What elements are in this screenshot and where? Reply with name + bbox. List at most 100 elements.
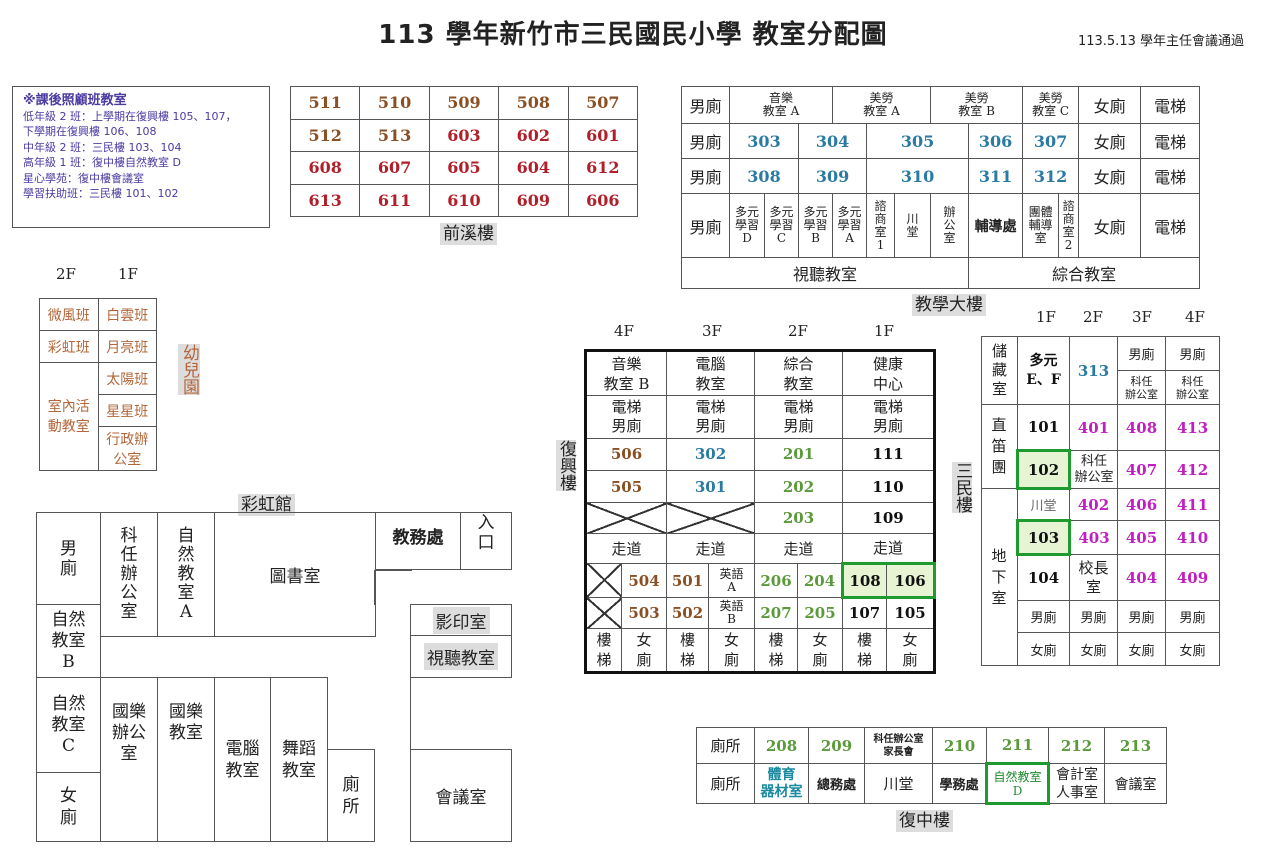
room-cell: 307 [1022,123,1080,159]
counseling-room-2: 諮 商 室 2 [1058,193,1080,258]
academic-affairs: 教務處 [375,512,461,570]
teacher-office: 科任 辦公室 [1069,450,1118,489]
floor-label: 1F [118,265,138,283]
womens-restroom: 女廁 [1117,632,1166,666]
room-cell: 405 [1117,520,1166,555]
elevator: 電梯 [1140,86,1201,124]
room-cell: 513 [359,118,430,152]
elevator: 電梯 [1140,158,1201,194]
elevator-restroom: 電梯 男廁 [584,395,668,439]
student-affairs: 學務處 [932,763,987,804]
fuzhong-label: 復中樓 [896,810,953,832]
mens-restroom: 男廁 [1165,336,1220,371]
class-cell: 微風班 [39,298,99,331]
music-room-a: 音樂 教室 A [728,86,834,124]
womens-restroom: 女廁 [1078,193,1142,258]
room-cell: 204 [797,562,844,599]
room-cell: 601 [567,118,639,152]
mens-restroom: 男廁 [681,123,730,159]
fuzhong-table: 廁所 208 209 科任辦公室 家長會 210 211 212 213 廁所 … [696,727,1167,805]
room-cell: 411 [1165,488,1220,521]
womens-restroom: 女 廁 [620,627,668,674]
room-cell: 412 [1165,450,1220,489]
multipurpose-room: 綜合教室 [968,257,1201,289]
corridor: 走道 [666,532,756,564]
principal-office: 校長 室 [1069,554,1118,601]
room-cell: 407 [1117,450,1166,489]
afterschool-line: 中年級 2 班：三民樓 103、104 [23,140,182,154]
sports-equipment-room: 體育 器材室 [754,763,809,804]
room-cell: 310 [866,158,970,194]
divider [374,570,412,571]
class-cell: 彩虹班 [39,330,99,363]
afterschool-line: 高年級 1 班：復中樓自然教室 D [23,156,181,169]
mens-restroom: 男 廁 [36,512,101,605]
art-room-a: 美勞 教室 A [832,86,932,124]
room-cell: 506 [584,437,668,472]
hallway: 川堂 [864,763,933,804]
multi-learning-ef: 多元 E、F [1017,336,1070,405]
admin-office: 行政辦 公室 [97,426,157,471]
caihong-hall: 男 廁 科 任 辦 公 室 自 然 教 室 A 圖書室 教務處 入 口 自然 教… [36,512,512,842]
approval-note: 113.5.13 學年主任會議通過 [1077,34,1244,49]
music-room: 國樂 教室 [157,677,215,842]
class-cell: 太陽班 [97,362,157,395]
room-cell: 210 [932,727,987,764]
floor-label: 3F [702,322,722,340]
dance-room: 舞蹈 教室 [270,677,328,842]
counseling-room-1: 諮 商 室 1 [866,193,896,258]
guidance-office: 輔導處 [968,193,1024,258]
computer-room: 電腦 教室 [666,349,756,397]
print-room: 影印室 [432,606,490,634]
divider [410,678,411,750]
room-cell: 203 [754,502,844,534]
library: 圖書室 [214,512,376,637]
womens-restroom: 女廁 [1069,632,1118,666]
music-office: 國樂 辦公 室 [100,677,158,842]
floor-label: 4F [614,322,634,340]
room-cell: 413 [1165,404,1220,451]
mens-restroom: 男廁 [1165,600,1220,633]
room-cell: 510 [359,86,430,120]
nature-room-d: 自然教室 D [985,762,1050,805]
health-center: 健康 中心 [842,349,936,397]
room-cell: 410 [1165,520,1220,555]
elevator-restroom: 電梯 男廁 [842,395,936,439]
floor-label: 2F [1083,308,1103,326]
room-cell: 202 [754,470,844,504]
mens-restroom: 男廁 [681,193,730,258]
room-cell: 503 [620,597,668,629]
room-cell: 406 [1117,488,1166,521]
room-cell: 612 [567,151,639,185]
elevator-restroom: 電梯 男廁 [754,395,844,439]
unused-room [585,597,622,629]
stairs: 樓 梯 [842,627,888,674]
class-cell: 星星班 [97,394,157,427]
room-cell: 609 [498,183,569,217]
unused-room [584,502,668,534]
room-cell: 303 [729,123,799,159]
room-cell: 213 [1104,727,1167,764]
room-cell: 104 [1017,554,1070,601]
english-room-b: 英語 B [708,597,756,629]
room-cell: 605 [428,151,500,185]
corridor: 走道 [842,532,936,564]
av-room: 視聽教室 [424,643,498,670]
womens-restroom: 女 廁 [886,627,936,674]
class-cell: 白雲班 [97,298,157,331]
room-cell: 602 [498,118,569,152]
teacher-office: 科任 辦公室 [1117,370,1166,405]
room-cell-highlighted: 102 [1016,449,1071,490]
room-cell: 309 [797,158,868,194]
room-cell: 205 [797,597,844,629]
corridor: 走道 [584,532,668,564]
general-affairs: 總務處 [808,763,865,804]
afterschool-line: 學習扶助班：三民樓 101、102 [23,187,179,200]
accounting-personnel: 會計室 人事室 [1048,763,1105,804]
room-cell: 209 [808,727,865,764]
group-counseling-room: 團體 輔導 室 [1022,193,1060,258]
page-title: 113 學年新竹市三民國民小學 教室分配圖 [378,20,888,50]
floor-label: 1F [874,322,894,340]
basement: 地 下 室 [981,488,1018,666]
